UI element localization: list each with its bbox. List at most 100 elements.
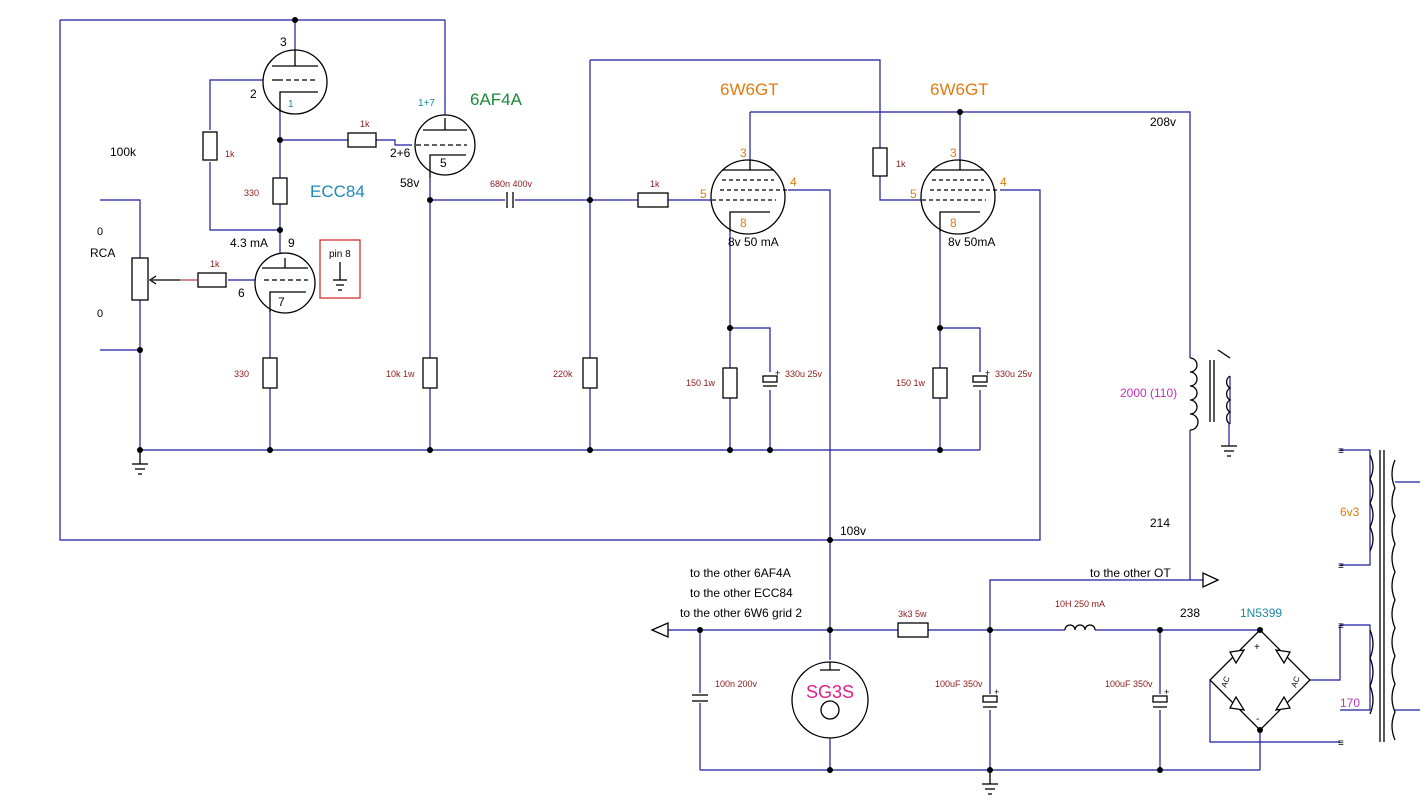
choke-inductor [1064, 624, 1096, 631]
svg-text:220k: 220k [553, 369, 573, 379]
svg-text:214: 214 [1150, 516, 1170, 530]
svg-text:1k: 1k [210, 259, 220, 269]
svg-text:150 1w: 150 1w [896, 378, 926, 388]
svg-text:8: 8 [950, 216, 957, 230]
ecc84-top-triode [262, 49, 328, 115]
ecc84-label: ECC84 [310, 182, 365, 201]
potentiometer: 0 0 [97, 226, 198, 320]
svg-text:330u 25v: 330u 25v [995, 369, 1033, 379]
6w6gt-left-label: 6W6GT [720, 80, 779, 99]
junction-dots [137, 17, 1263, 773]
svg-text:108v: 108v [840, 524, 866, 538]
resistor-1k-c [197, 272, 227, 288]
svg-text:3: 3 [740, 146, 747, 160]
svg-text:8v 50 mA: 8v 50 mA [728, 235, 779, 249]
tube-sg3s [791, 661, 869, 739]
svg-text:2+6: 2+6 [390, 146, 411, 160]
svg-text:1: 1 [288, 99, 294, 110]
svg-text:4.3 mA: 4.3 mA [230, 236, 268, 250]
ecc84-bottom-triode [254, 252, 316, 314]
bridge-rectifier [1209, 629, 1311, 731]
svg-text:680n 400v: 680n 400v [490, 179, 533, 189]
svg-text:330u 25v: 330u 25v [785, 369, 823, 379]
resistor-330-a [272, 177, 288, 205]
svg-text:0: 0 [97, 308, 103, 320]
svg-text:-: - [1256, 714, 1259, 725]
svg-text:pin 8: pin 8 [329, 249, 351, 260]
power-transformer: ≡ ≡ ≡ ≡ [1338, 446, 1420, 749]
resistor-10k [422, 357, 438, 389]
6af4a-label: 6AF4A [470, 90, 523, 109]
svg-text:2: 2 [250, 87, 257, 101]
svg-text:1k: 1k [225, 149, 235, 159]
capacitors: + + + + [506, 192, 1169, 708]
svg-text:8v 50mA: 8v 50mA [948, 235, 995, 249]
svg-text:6: 6 [238, 286, 245, 300]
svg-text:AC: AC [1219, 675, 1231, 689]
pin8-ground-box [319, 239, 361, 299]
svg-text:≡: ≡ [1338, 738, 1344, 749]
svg-text:1+7: 1+7 [418, 98, 435, 109]
svg-text:to the other OT: to the other OT [1090, 566, 1171, 580]
tube-6af4a [414, 114, 476, 178]
svg-text:3k3 5w: 3k3 5w [898, 609, 927, 619]
svg-text:100k: 100k [110, 145, 137, 159]
svg-text:RCA: RCA [90, 246, 115, 260]
svg-text:330: 330 [234, 369, 249, 379]
svg-text:100n 200v: 100n 200v [715, 679, 758, 689]
svg-text:to the other 6W6 grid 2: to the other 6W6 grid 2 [680, 606, 802, 620]
svg-text:100uF 350v: 100uF 350v [1105, 679, 1153, 689]
svg-text:2000 (110): 2000 (110) [1120, 386, 1177, 400]
wires [59, 19, 1371, 771]
svg-text:8: 8 [740, 216, 747, 230]
6w6gt-right-label: 6W6GT [930, 80, 989, 99]
svg-text:+: + [994, 687, 999, 697]
svg-text:208v: 208v [1150, 115, 1176, 129]
svg-text:+: + [985, 368, 990, 378]
sg3s-label: SG3S [806, 682, 854, 702]
svg-text:+: + [1164, 687, 1169, 697]
svg-text:150 1w: 150 1w [686, 378, 716, 388]
svg-text:5: 5 [910, 187, 917, 201]
svg-text:1k: 1k [896, 159, 906, 169]
svg-text:4: 4 [790, 175, 797, 189]
resistor-220k [582, 357, 598, 389]
svg-text:1k: 1k [650, 179, 660, 189]
svg-text:0: 0 [97, 226, 103, 238]
svg-text:5: 5 [700, 187, 707, 201]
svg-text:1N5399: 1N5399 [1240, 606, 1282, 620]
svg-text:4: 4 [1000, 175, 1007, 189]
svg-text:≡: ≡ [1338, 621, 1344, 632]
svg-text:to the other 6AF4A: to the other 6AF4A [690, 566, 791, 580]
resistor-1k-b [347, 132, 377, 148]
svg-text:58v: 58v [400, 176, 419, 190]
resistor-330-b [262, 357, 278, 389]
svg-text:10H 250 mA: 10H 250 mA [1055, 599, 1105, 609]
resistor-3k3 [897, 622, 929, 638]
svg-text:to the other ECC84: to the other ECC84 [690, 586, 793, 600]
svg-text:3: 3 [950, 146, 957, 160]
svg-text:330: 330 [244, 188, 259, 198]
tube-6w6gt-right [920, 159, 1000, 235]
resistor-150-a [722, 367, 738, 399]
svg-text:1k: 1k [360, 119, 370, 129]
resistor-150-b [932, 367, 948, 399]
labels: ECC84 6AF4A 6W6GT 6W6GT SG3S 3 2 1 9 6 7… [90, 35, 1360, 725]
svg-text:10k 1w: 10k 1w [386, 369, 415, 379]
ground-symbols [132, 445, 1237, 795]
resistor-1k-d [637, 192, 669, 208]
svg-text:5: 5 [440, 156, 447, 170]
svg-text:+: + [775, 368, 780, 378]
resistors [197, 131, 948, 638]
resistor-1k-e [872, 147, 888, 177]
svg-text:≡: ≡ [1338, 561, 1344, 572]
svg-text:AC: AC [1289, 675, 1301, 689]
svg-text:≡: ≡ [1338, 446, 1344, 457]
svg-text:6v3: 6v3 [1340, 505, 1360, 519]
svg-text:+: + [1254, 642, 1260, 653]
tube-6w6gt-left [710, 159, 788, 235]
resistor-1k-a [202, 131, 218, 161]
svg-text:238: 238 [1180, 606, 1200, 620]
svg-text:7: 7 [278, 295, 285, 309]
